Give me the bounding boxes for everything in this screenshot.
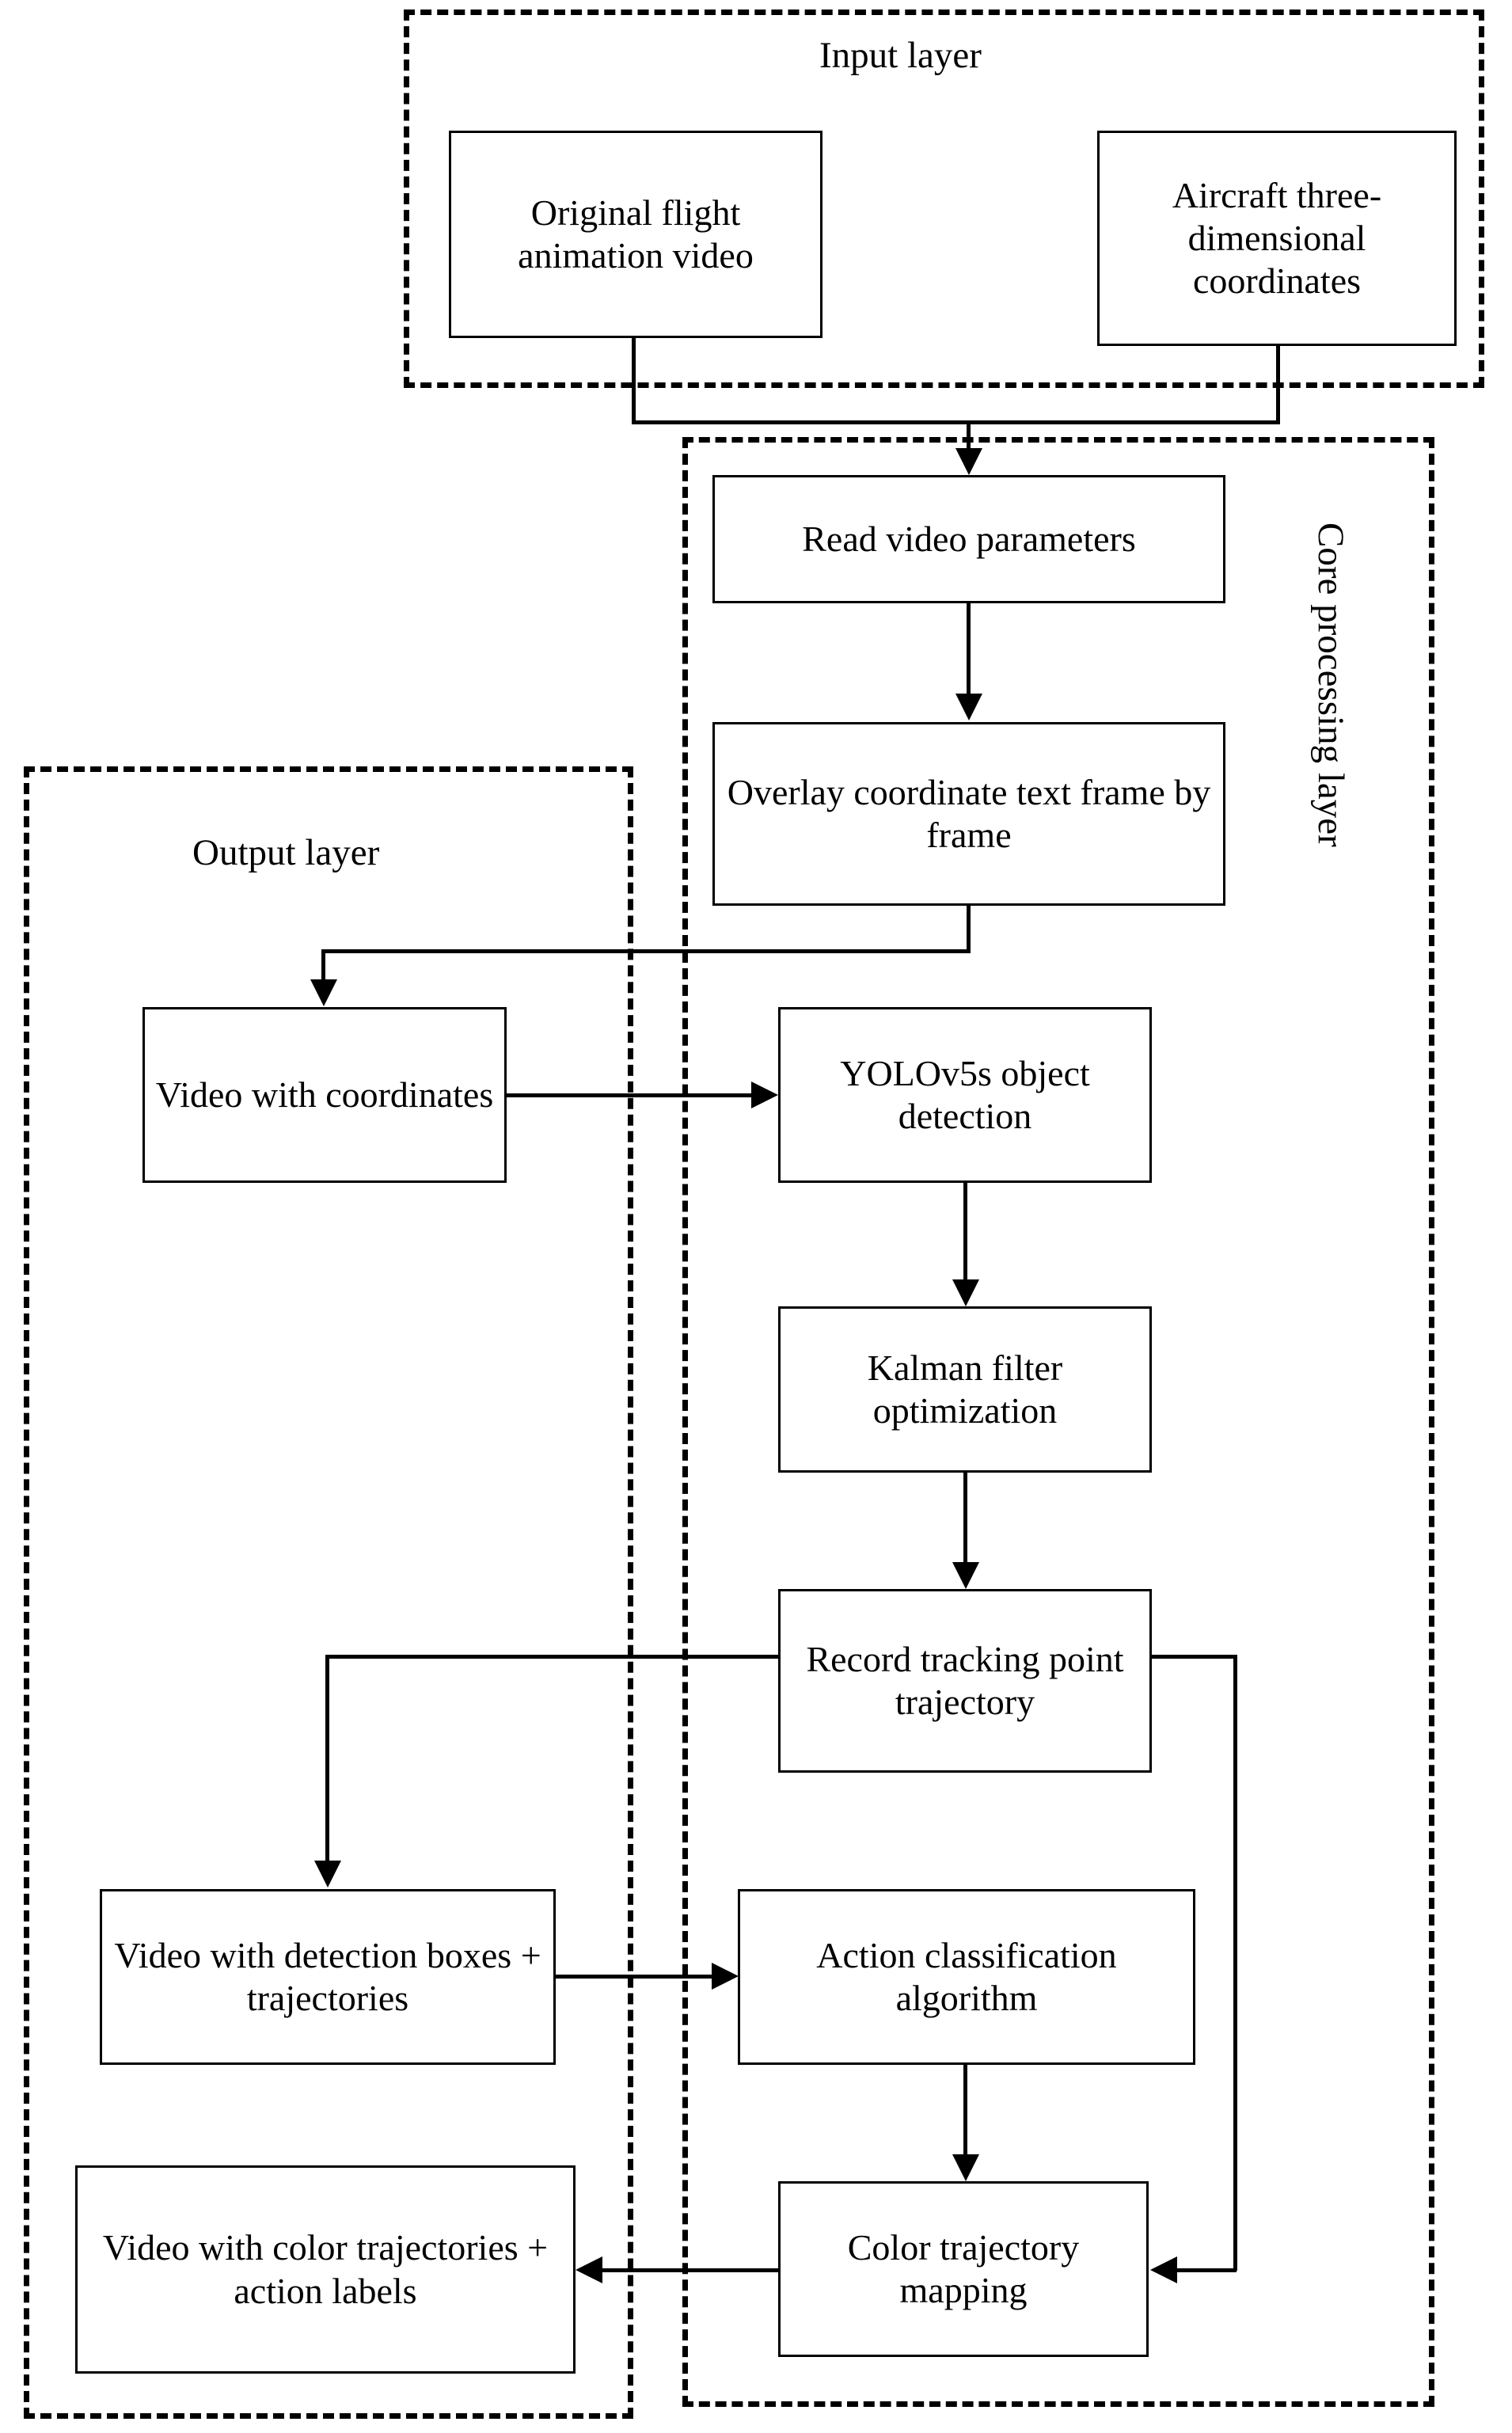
node-record-tracking-point-trajectory[interactable]: Record tracking point trajectory bbox=[778, 1589, 1152, 1773]
node-overlay-coordinate-text-frame-by-frame-label: Overlay coordinate text frame by frame bbox=[727, 771, 1211, 855]
edge-original-video-down bbox=[632, 338, 636, 423]
edge-record-to-video-boxes-seg2 bbox=[325, 1655, 329, 1861]
node-record-tracking-point-trajectory-label: Record tracking point trajectory bbox=[806, 1638, 1124, 1722]
edge-overlay-to-video-coords-arrowhead bbox=[310, 979, 337, 1006]
edge-input-merge-bar bbox=[632, 420, 1280, 424]
node-video-with-color-trajectories-action-labels[interactable]: Video with color trajectories + action l… bbox=[75, 2165, 576, 2374]
edge-video-boxes-to-action-arrowhead bbox=[712, 1963, 739, 1990]
node-video-with-coordinates[interactable]: Video with coordinates bbox=[142, 1007, 507, 1183]
node-read-video-parameters-label: Read video parameters bbox=[802, 518, 1136, 559]
edge-record-to-color-mapping-seg1 bbox=[1152, 1655, 1237, 1659]
edge-kalman-to-record bbox=[963, 1473, 967, 1562]
group-output-layer bbox=[24, 766, 633, 2419]
node-video-with-detection-boxes-trajectories-label: Video with detection boxes + trajectorie… bbox=[114, 1934, 541, 2018]
edge-read-params-to-overlay bbox=[967, 603, 971, 694]
group-output-layer-label: Output layer bbox=[192, 832, 380, 873]
edge-video-boxes-to-action bbox=[556, 1975, 714, 1979]
node-aircraft-three-dimensional-coordinates-label: Aircraft three-dimensional coordinates bbox=[1172, 174, 1382, 302]
edge-action-to-color-mapping-arrowhead bbox=[952, 2154, 979, 2181]
edge-video-coords-to-yolo-arrowhead bbox=[751, 1082, 778, 1108]
edge-overlay-to-video-coords-seg2 bbox=[321, 949, 971, 953]
edge-yolo-to-kalman bbox=[963, 1183, 967, 1279]
edge-record-to-video-boxes-arrowhead bbox=[314, 1861, 341, 1887]
edge-yolo-to-kalman-arrowhead bbox=[952, 1279, 979, 1306]
edge-record-to-color-mapping-seg2 bbox=[1233, 1655, 1237, 2271]
node-aircraft-three-dimensional-coordinates[interactable]: Aircraft three-dimensional coordinates bbox=[1097, 131, 1457, 346]
edge-color-mapping-to-video-color bbox=[602, 2268, 780, 2272]
node-original-flight-animation-video[interactable]: Original flight animation video bbox=[449, 131, 822, 338]
group-core-processing-layer-label: Core processing layer bbox=[1310, 523, 1351, 847]
node-original-flight-animation-video-label: Original flight animation video bbox=[518, 192, 754, 276]
group-input-layer bbox=[404, 10, 1484, 388]
node-overlay-coordinate-text-frame-by-frame[interactable]: Overlay coordinate text frame by frame bbox=[712, 722, 1225, 906]
edge-video-coords-to-yolo bbox=[507, 1093, 752, 1097]
edge-record-to-color-mapping-arrowhead bbox=[1150, 2256, 1177, 2283]
node-action-classification-algorithm-label: Action classification algorithm bbox=[816, 1934, 1117, 2018]
node-yolov5s-object-detection[interactable]: YOLOv5s object detection bbox=[778, 1007, 1152, 1183]
node-color-trajectory-mapping-label: Color trajectory mapping bbox=[847, 2226, 1080, 2310]
edge-kalman-to-record-arrowhead bbox=[952, 1562, 979, 1589]
edge-merge-to-read-params-arrowhead bbox=[955, 448, 982, 475]
edge-read-params-to-overlay-arrowhead bbox=[955, 694, 982, 720]
edge-merge-to-read-params bbox=[967, 420, 971, 448]
edge-action-to-color-mapping bbox=[963, 2065, 967, 2154]
node-video-with-detection-boxes-trajectories[interactable]: Video with detection boxes + trajectorie… bbox=[100, 1889, 556, 2065]
node-video-with-color-trajectories-action-labels-label: Video with color trajectories + action l… bbox=[102, 2227, 549, 2311]
node-yolov5s-object-detection-label: YOLOv5s object detection bbox=[840, 1052, 1090, 1136]
node-video-with-coordinates-label: Video with coordinates bbox=[155, 1074, 494, 1115]
node-action-classification-algorithm[interactable]: Action classification algorithm bbox=[738, 1889, 1195, 2065]
group-input-layer-label: Input layer bbox=[819, 35, 982, 76]
edge-overlay-to-video-coords-seg3 bbox=[321, 949, 325, 979]
node-kalman-filter-optimization[interactable]: Kalman filter optimization bbox=[778, 1306, 1152, 1473]
edge-record-to-color-mapping-seg3 bbox=[1177, 2268, 1237, 2272]
edge-overlay-to-video-coords-seg1 bbox=[967, 906, 971, 952]
edge-aircraft-coords-down bbox=[1276, 346, 1280, 423]
node-read-video-parameters[interactable]: Read video parameters bbox=[712, 475, 1225, 603]
edge-record-to-video-boxes-seg1 bbox=[325, 1655, 780, 1659]
group-core-processing-layer bbox=[682, 437, 1434, 2407]
edge-color-mapping-to-video-color-arrowhead bbox=[576, 2256, 602, 2283]
node-kalman-filter-optimization-label: Kalman filter optimization bbox=[867, 1347, 1063, 1431]
node-color-trajectory-mapping[interactable]: Color trajectory mapping bbox=[778, 2181, 1149, 2357]
